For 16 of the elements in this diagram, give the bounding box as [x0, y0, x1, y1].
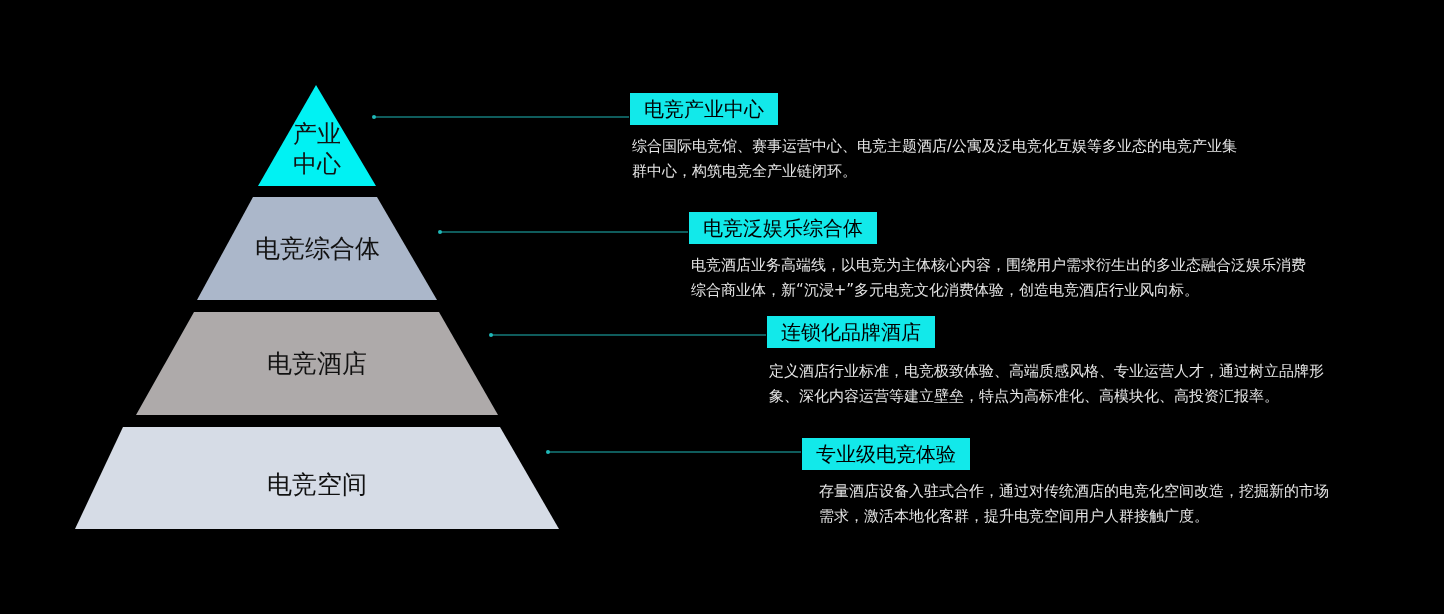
heading-box: 连锁化品牌酒店 [767, 316, 935, 348]
description-text: 定义酒店行业标准，电竞极致体验、高端质感风格、专业运营人才，通过树立品牌形象、深化内容运营等建立壁垒，特点为高标准化、高模块化、高投资汇报率。 [769, 361, 1325, 407]
description-text: 存量酒店设备入驻式合作，通过对传统酒店的电竞化空间改造，挖掘新的市场需求，激活本地化客群，提升电竞空间用户人群接触广度。 [819, 481, 1330, 527]
tier-label: 电竞酒店 [266, 348, 368, 380]
heading-box: 电竞泛娱乐综合体 [689, 212, 877, 244]
leader-line [372, 115, 630, 119]
tier-label: 电竞空间 [266, 469, 368, 501]
description-text: 电竞酒店业务高端线，以电竞为主体核心内容，围绕用户需求衍生出的多业态融合泛娱乐消费综合商业体，新“沉浸+”多元电竞文化消费体验，创造电竞酒店行业风向标。 [691, 255, 1307, 301]
tier-label: 产业中心 [292, 119, 342, 179]
tier-label: 电竞综合体 [253, 233, 381, 265]
leader-line [438, 230, 689, 234]
leader-line [489, 333, 767, 337]
heading-box: 电竞产业中心 [630, 93, 778, 125]
leader-line [546, 450, 802, 454]
heading-box: 专业级电竞体验 [802, 438, 970, 470]
description-text: 综合国际电竞馆、赛事运营中心、电竞主题酒店/公寓及泛电竞化互娱等多业态的电竞产业集群中心，构筑电竞全产业链闭环。 [632, 136, 1239, 182]
